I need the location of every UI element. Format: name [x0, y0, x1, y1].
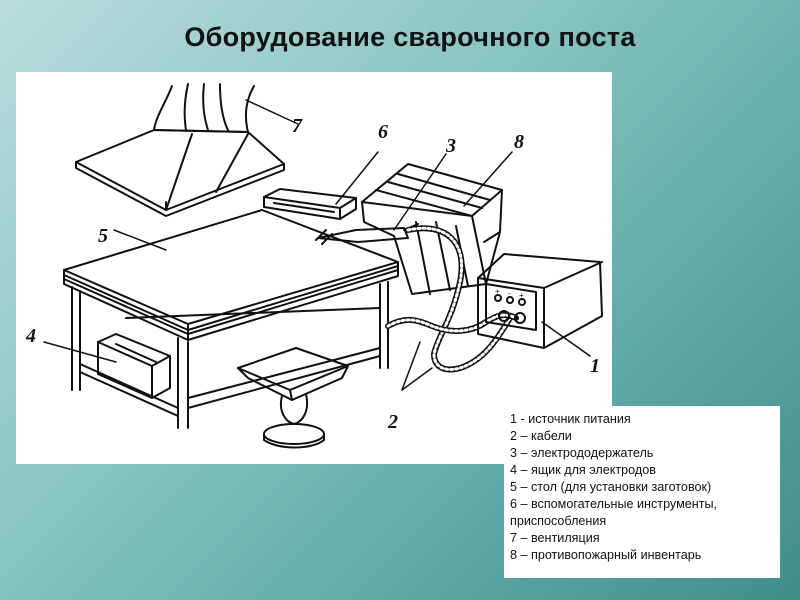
callout-1: 1 — [590, 355, 600, 377]
legend-item-fire-equipment: 8 – противопожарный инвентарь — [510, 548, 702, 562]
electrode-box — [97, 333, 171, 399]
callout-2: 2 — [387, 411, 398, 433]
workpiece-positioner — [237, 347, 349, 449]
ventilation-hood — [75, 83, 285, 217]
welding-cables — [385, 225, 519, 373]
fire-fighting-equipment — [361, 163, 503, 295]
legend-box: 1 - источник питания 2 – кабели 3 – элек… — [504, 406, 780, 578]
legend-item-electrode-holder: 3 – электрододержатель — [510, 446, 654, 460]
legend-item-electrode-box: 4 – ящик для электродов — [510, 463, 656, 477]
callout-5: 5 — [98, 225, 108, 247]
welding-station-illustration: 7 6 3 8 5 4 1 2 + - + — [16, 72, 612, 464]
callout-7: 7 — [292, 115, 303, 137]
auxiliary-tools-box — [263, 188, 357, 220]
callout-3: 3 — [445, 135, 456, 157]
callout-8: 8 — [514, 131, 524, 153]
welding-station-drawing: 7 6 3 8 5 4 1 2 + - + — [25, 83, 603, 449]
legend-item-power-source: 1 - источник питания — [510, 412, 631, 426]
terminal-mark-2: - — [508, 289, 511, 298]
legend-item-auxiliary-tools: 6 – вспомогательные инструменты, приспос… — [510, 497, 718, 528]
terminal-mark-3: + — [519, 291, 524, 300]
terminal-mark-1: + — [495, 287, 500, 296]
legend-item-ventilation: 7 – вентиляция — [510, 531, 600, 545]
legend-item-cables: 2 – кабели — [510, 429, 572, 443]
power-source — [477, 253, 603, 349]
callout-4: 4 — [25, 325, 36, 347]
callout-6: 6 — [378, 121, 388, 143]
electrode-holder — [315, 223, 419, 245]
callout-leaders — [43, 99, 591, 391]
legend-item-table: 5 – стол (для установки заготовок) — [510, 480, 712, 494]
slide-title: Оборудование сварочного поста — [184, 22, 636, 52]
welding-table — [63, 209, 399, 429]
